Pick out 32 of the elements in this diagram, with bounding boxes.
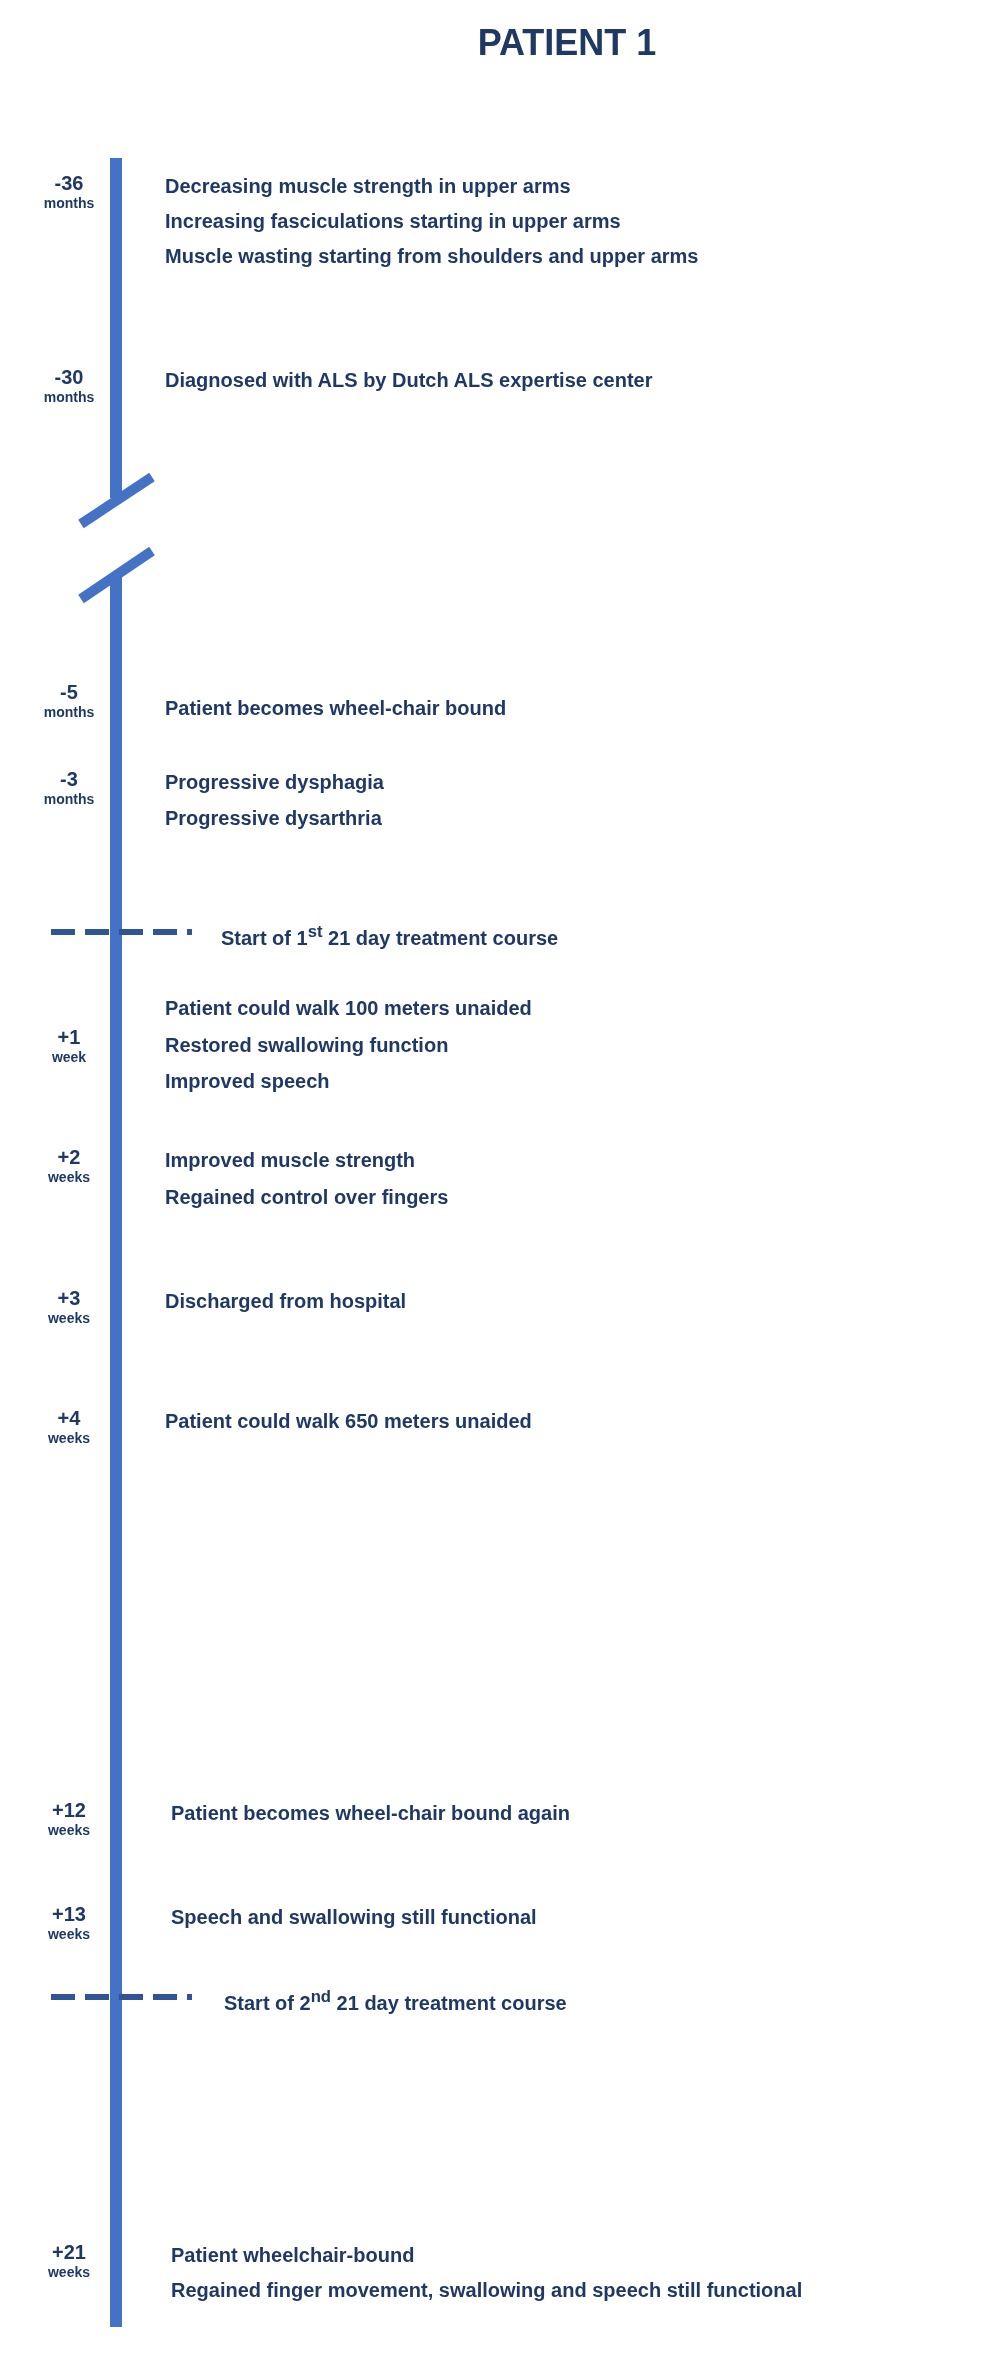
event-text: Progressive dysphagia xyxy=(165,770,384,795)
event-text: Restored swallowing function xyxy=(165,1033,449,1058)
event-text: Patient could walk 100 meters unaided xyxy=(165,996,532,1021)
event-text: Discharged from hospital xyxy=(165,1289,407,1314)
event-text: Decreasing muscle strength in upper arms xyxy=(165,174,571,199)
event-text: Improved muscle strength xyxy=(165,1148,416,1173)
time-label: +3 weeks xyxy=(46,1287,91,1327)
time-label: -36 months xyxy=(42,172,96,212)
event-text: Regained finger movement, swallowing and speech still functional xyxy=(171,2278,803,2303)
treatment-start-label: Start of 1$^{st}$ 21 day treatment course xyxy=(221,921,559,951)
event-text: Speech and swallowing still functional xyxy=(171,1905,537,1930)
event-text: Patient becomes wheel-chair bound again xyxy=(171,1801,570,1826)
time-label: -5 months xyxy=(42,681,96,721)
time-label: -3 months xyxy=(42,768,96,808)
event-text: Regained control over fingers xyxy=(165,1185,449,1210)
event-text: Muscle wasting starting from shoulders and upper arms xyxy=(165,244,699,269)
time-label: +13 weeks xyxy=(46,1903,91,1943)
time-label: +21 weeks xyxy=(46,2241,91,2281)
title: PATIENT 1 xyxy=(476,22,658,64)
event-text: Increasing fasciculations starting in upper arms xyxy=(165,209,621,234)
time-label: +4 weeks xyxy=(46,1407,91,1447)
event-text: Patient wheelchair-bound xyxy=(171,2243,415,2268)
time-label: +1 week xyxy=(50,1026,88,1066)
time-label: -30 months xyxy=(42,366,96,406)
event-text: Improved speech xyxy=(165,1069,330,1094)
time-label: +12 weeks xyxy=(46,1799,91,1839)
treatment-start-label: Start of 2$^{nd}$ 21 day treatment course xyxy=(224,1986,567,2016)
event-text: Patient becomes wheel-chair bound xyxy=(165,696,507,721)
event-text: Diagnosed with ALS by Dutch ALS expertise center xyxy=(165,368,653,393)
event-text: Progressive dysarthria xyxy=(165,806,382,831)
event-text: Patient could walk 650 meters unaided xyxy=(165,1409,532,1434)
time-label: +2 weeks xyxy=(46,1146,91,1186)
